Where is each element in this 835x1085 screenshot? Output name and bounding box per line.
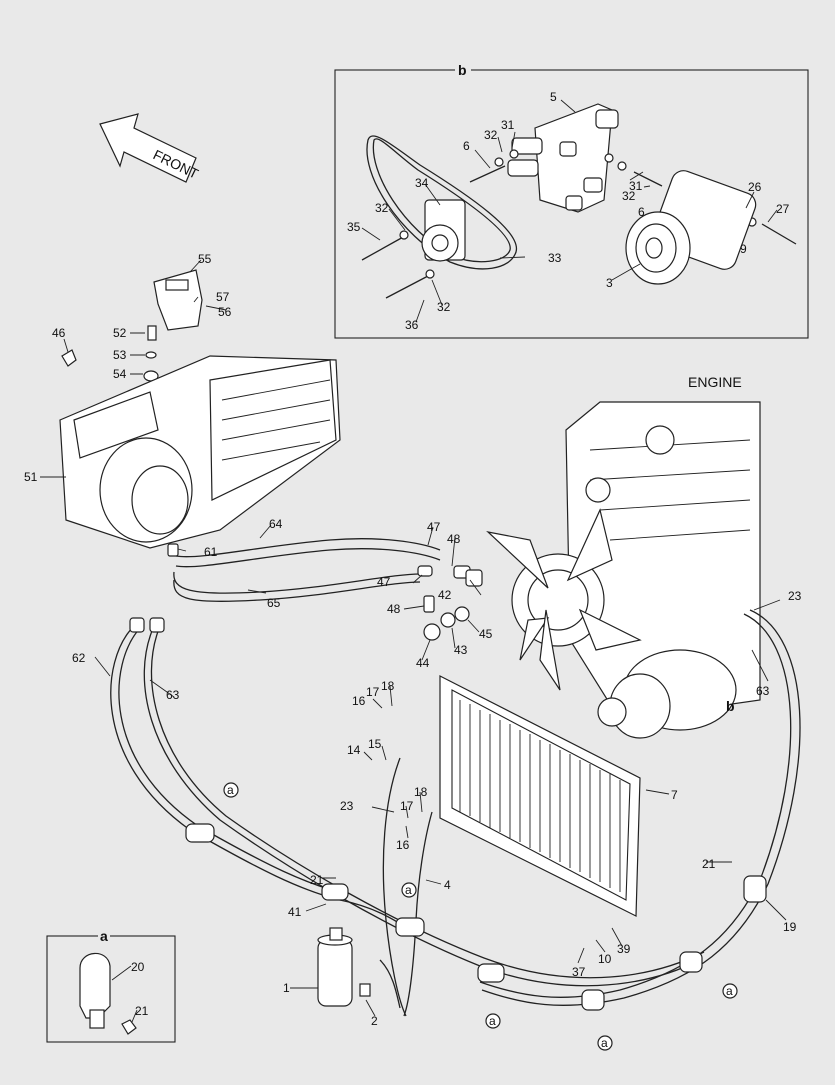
- callout: 65: [267, 596, 281, 610]
- callout: 63: [166, 688, 180, 702]
- callout: 4: [444, 878, 451, 892]
- callout: 2: [371, 1014, 378, 1028]
- engine-assembly: [486, 401, 761, 739]
- leader-lines: [40, 99, 787, 1023]
- callout: 48: [387, 602, 401, 616]
- callout: 62: [72, 651, 86, 665]
- callout-labels: 1 2 3 4 5 6 6 7 9 10 14 15 16 16 17 17 1…: [24, 90, 802, 1028]
- compressor-marker: b: [726, 698, 735, 714]
- callout: 16: [396, 838, 410, 852]
- callout: 9: [740, 242, 747, 256]
- clamp-marker: a: [223, 782, 239, 798]
- hose-clamps: [129, 617, 767, 1011]
- callout: 18: [414, 785, 428, 799]
- callout: 5: [550, 90, 557, 104]
- callout: 27: [776, 202, 790, 216]
- callout: 6: [638, 205, 645, 219]
- condenser: [439, 675, 641, 917]
- callout: 52: [113, 326, 127, 340]
- callout: 7: [671, 788, 678, 802]
- callout: 47: [377, 575, 391, 589]
- svg-text:a: a: [489, 1014, 496, 1028]
- svg-text:a: a: [726, 984, 733, 998]
- detail-a-tag: a: [100, 928, 108, 944]
- callout: 23: [340, 799, 354, 813]
- callout: 32: [622, 189, 636, 203]
- front-arrow: FRONT: [99, 113, 201, 183]
- callout: 31: [501, 118, 515, 132]
- callout: 35: [347, 220, 361, 234]
- callout: 55: [198, 252, 212, 266]
- callout: 42: [438, 588, 452, 602]
- callout: 44: [416, 656, 430, 670]
- clamp-marker: a: [485, 1013, 501, 1029]
- callout: 45: [479, 627, 493, 641]
- callout: 16: [352, 694, 366, 708]
- callout: 43: [454, 643, 468, 657]
- callout: 17: [366, 685, 380, 699]
- callout: 14: [347, 743, 361, 757]
- callout: 61: [204, 545, 218, 559]
- callout: 26: [748, 180, 762, 194]
- callout: 64: [269, 517, 283, 531]
- detail-b-frame: b: [334, 62, 809, 339]
- callout: 46: [52, 326, 66, 340]
- callout: 6: [463, 139, 470, 153]
- callout: 54: [113, 367, 127, 381]
- callout: 37: [572, 965, 586, 979]
- callout: 41: [288, 905, 302, 919]
- callout: 3: [606, 276, 613, 290]
- callout: 53: [113, 348, 127, 362]
- callout: 51: [24, 470, 38, 484]
- callout: 47: [427, 520, 441, 534]
- callout: 1: [283, 981, 290, 995]
- drive-belt: [366, 135, 517, 270]
- detail-b-tag: b: [458, 62, 467, 78]
- clamp-marker: a: [597, 1035, 613, 1051]
- ac-compressor: [625, 170, 757, 285]
- callout: 56: [218, 305, 232, 319]
- detail-a-frame: a: [46, 928, 176, 1043]
- svg-text:a: a: [601, 1036, 608, 1050]
- clamp-markers: a a a a a b: [223, 698, 738, 1051]
- engine-label: ENGINE: [688, 374, 742, 390]
- callout: 21: [135, 1004, 149, 1018]
- callout: 34: [415, 176, 429, 190]
- callout: 19: [783, 920, 797, 934]
- callout: 10: [598, 952, 612, 966]
- clamp-marker: a: [401, 882, 417, 898]
- callout: 20: [131, 960, 145, 974]
- control-panel: [153, 269, 203, 331]
- clamp-marker: a: [722, 983, 738, 999]
- callout: 17: [400, 799, 414, 813]
- callout: 57: [216, 290, 230, 304]
- callout: 39: [617, 942, 631, 956]
- callout: 23: [788, 589, 802, 603]
- callout: 21: [310, 873, 324, 887]
- tensioner-pulley: [421, 199, 466, 262]
- callout: 32: [437, 300, 451, 314]
- callout: 36: [405, 318, 419, 332]
- hose-fittings: [167, 543, 483, 641]
- svg-text:a: a: [405, 883, 412, 897]
- callout: 15: [368, 737, 382, 751]
- callout: 31: [629, 179, 643, 193]
- svg-text:a: a: [227, 783, 234, 797]
- callout: 63: [756, 684, 770, 698]
- callout: 21: [702, 857, 716, 871]
- callout: 33: [548, 251, 562, 265]
- callout: 18: [381, 679, 395, 693]
- mounting-hardware: [61, 325, 159, 382]
- callout: 32: [484, 128, 498, 142]
- hvac-unit: [59, 355, 341, 549]
- receiver-drier: [317, 927, 371, 1007]
- callout: 32: [375, 201, 389, 215]
- compressor-bracket: [507, 103, 619, 213]
- callout: 48: [447, 532, 461, 546]
